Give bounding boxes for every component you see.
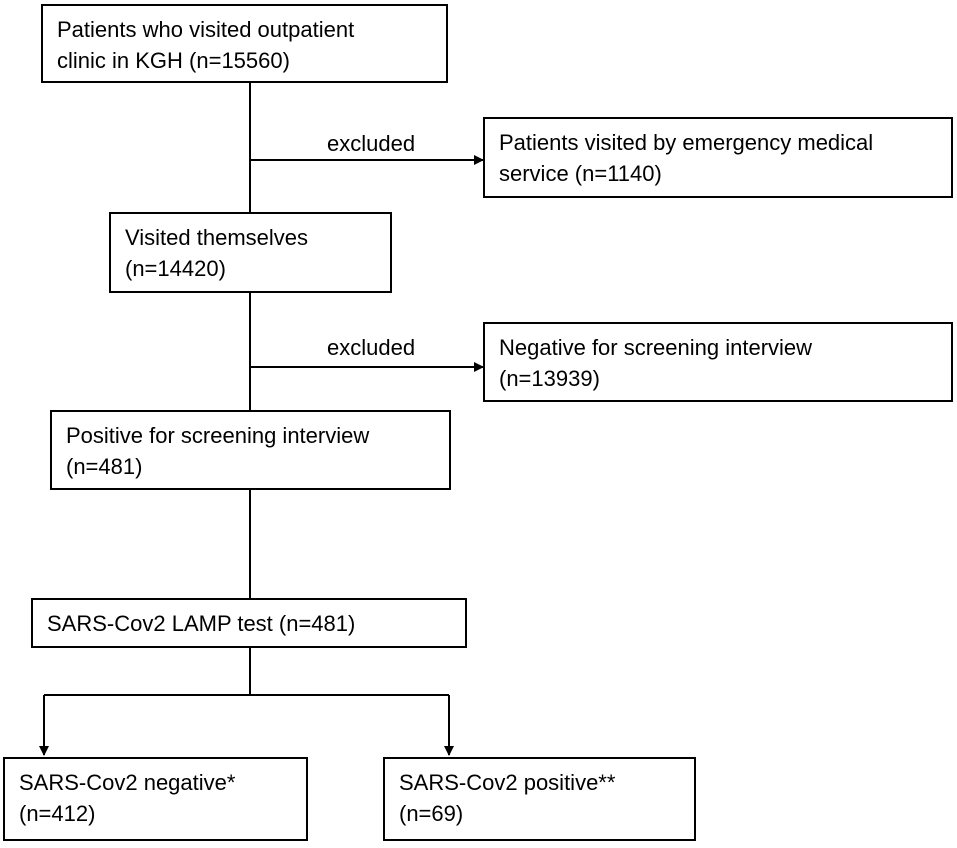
- box-positive-screening-line1: Positive for screening interview: [66, 423, 370, 448]
- box-outpatient-visits: Patients who visited outpatient clinic i…: [41, 4, 448, 83]
- box-sars-negative: SARS-Cov2 negative* (n=412): [3, 757, 308, 841]
- box-lamp-test-line1: SARS-Cov2 LAMP test (n=481): [47, 611, 356, 636]
- box-positive-screening-line2: (n=481): [66, 454, 143, 479]
- box-visited-themselves-line1: Visited themselves: [125, 225, 309, 250]
- box-negative-screening-line2: (n=13939): [499, 366, 600, 391]
- box-sars-positive-line2: (n=69): [399, 801, 464, 826]
- box-sars-negative-line2: (n=412): [19, 801, 96, 826]
- box-outpatient-visits-line2: clinic in KGH (n=15560): [57, 48, 290, 73]
- box-lamp-test: SARS-Cov2 LAMP test (n=481): [31, 598, 467, 648]
- box-sars-positive: SARS-Cov2 positive** (n=69): [383, 757, 696, 841]
- excluded-label-2: excluded: [327, 335, 416, 360]
- box-outpatient-visits-line1: Patients who visited outpatient: [57, 17, 355, 42]
- box-sars-negative-line1: SARS-Cov2 negative*: [19, 770, 236, 795]
- box-visited-themselves-line2: (n=14420): [125, 256, 226, 281]
- box-sars-positive-line1: SARS-Cov2 positive**: [399, 770, 616, 795]
- box-negative-screening: Negative for screening interview (n=1393…: [483, 322, 953, 402]
- box-emergency-medical-service-line2: service (n=1140): [499, 161, 662, 186]
- excluded-label-1: excluded: [327, 131, 416, 156]
- box-emergency-medical-service-line1: Patients visited by emergency medical: [499, 130, 874, 155]
- box-visited-themselves: Visited themselves (n=14420): [109, 212, 392, 293]
- box-negative-screening-line1: Negative for screening interview: [499, 335, 813, 360]
- box-emergency-medical-service: Patients visited by emergency medical se…: [483, 117, 953, 198]
- box-positive-screening: Positive for screening interview (n=481): [50, 410, 451, 490]
